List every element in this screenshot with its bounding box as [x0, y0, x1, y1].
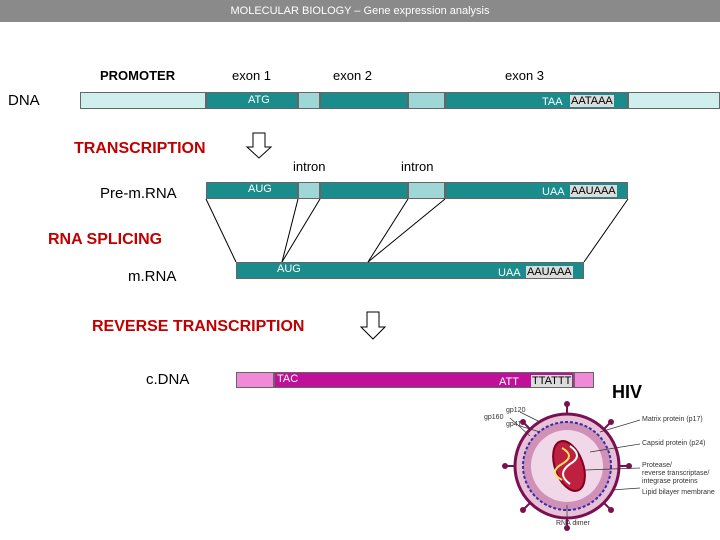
exon3-label: exon 3 [505, 68, 545, 83]
intron1-label: intron [293, 159, 326, 174]
dna-polya-signal: AATAAA [570, 95, 614, 107]
down-arrow-icon [359, 311, 387, 340]
cdna-polya-signal: TTATTT [531, 375, 573, 387]
premrna-label: Pre-m.RNA [100, 185, 177, 202]
mrna-stop-codon: UAA [498, 267, 521, 279]
down-arrow-icon [245, 132, 273, 159]
splicing-step: RNA SPLICING [48, 231, 163, 248]
premrna-start-codon: AUG [248, 183, 272, 195]
dna-stop-codon: TAA [542, 96, 563, 108]
dna-exon2-segment [320, 92, 408, 109]
hiv-integrase-label: integrase proteins [642, 478, 698, 485]
cdna-stop-codon: ATT [499, 376, 519, 388]
promoter-label: PROMOTER [100, 68, 176, 83]
dna-label: DNA [8, 92, 40, 109]
transcription-step: TRANSCRIPTION [74, 140, 206, 157]
hiv-lipid-label: Lipid bilayer membrane [642, 489, 715, 496]
header-title: MOLECULAR BIOLOGY – Gene expression anal… [0, 0, 720, 22]
hiv-gp160-label: gp160 [484, 414, 504, 421]
mrna-segment [236, 262, 584, 279]
splice-line [281, 198, 299, 263]
mrna-polya-signal: AAUAAA [526, 266, 573, 278]
splice-line [367, 198, 409, 263]
dna-exon1-segment [206, 92, 298, 109]
hiv-capsid-label: Capsid protein (p24) [642, 440, 706, 447]
splice-line [367, 198, 446, 263]
hiv-rna-label: RNA dimer [556, 520, 590, 527]
premrna-stop-codon: UAA [542, 186, 565, 198]
premrna-intron2-segment [408, 182, 445, 199]
cdna-label: c.DNA [146, 371, 190, 388]
exon1-label: exon 1 [232, 68, 272, 83]
intron2-label: intron [401, 159, 434, 174]
cdna-coding-segment [274, 372, 574, 388]
cdna-start-codon: TAC [277, 373, 299, 385]
dna-start-codon: ATG [248, 94, 270, 106]
dna-promoter-segment [80, 92, 206, 109]
cdna-3prime-segment [574, 372, 594, 388]
reverse-transcription-step: REVERSE TRANSCRIPTION [92, 318, 305, 335]
hiv-label: HIV [612, 382, 643, 402]
premrna-intron1-segment [298, 182, 320, 199]
premrna-exon2-segment [320, 182, 408, 199]
splice-line [583, 198, 629, 263]
dna-intron1-segment [298, 92, 320, 109]
splice-line [205, 198, 237, 263]
hiv-protease-label: Protease/ [642, 462, 672, 469]
cdna-5prime-segment [236, 372, 274, 388]
exon2-label: exon 2 [333, 68, 373, 83]
premrna-polya-signal: AAUAAA [570, 185, 617, 197]
splice-line [281, 198, 321, 263]
hiv-matrix-label: Matrix protein (p17) [642, 416, 703, 423]
premrna-exon1-segment [206, 182, 298, 199]
hiv-rt-label: reverse transcriptase/ [642, 470, 710, 477]
hiv-gp41-label: gp41 [506, 421, 522, 428]
dna-intron2-segment [408, 92, 445, 109]
hiv-gp120-label: gp120 [506, 407, 526, 414]
mrna-label: m.RNA [128, 268, 177, 285]
mrna-start-codon: AUG [277, 263, 301, 275]
